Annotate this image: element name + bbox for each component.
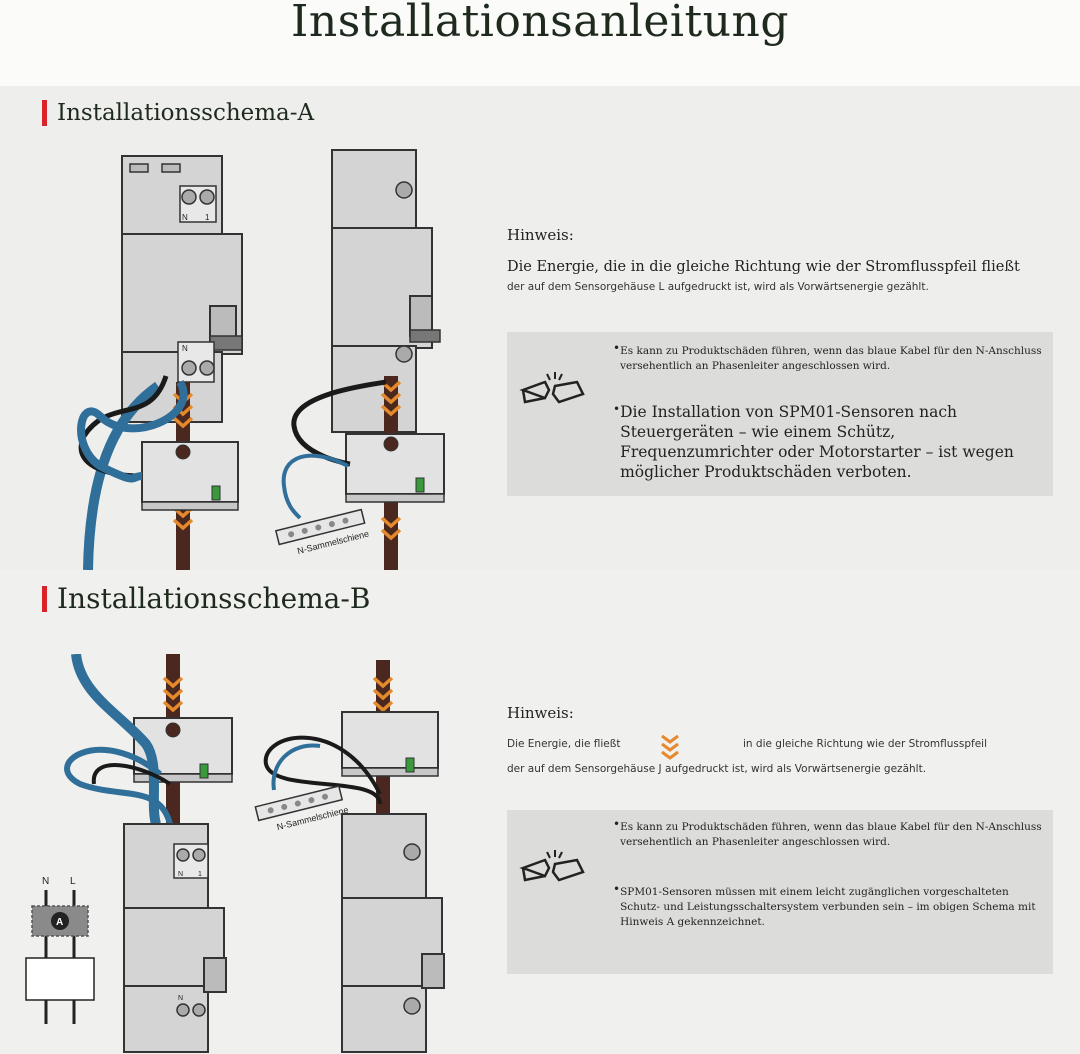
warning-b-text-2: SPM01-Sensoren müssen mit einem leicht z…: [620, 886, 1036, 928]
section-schema-a: Installationsschema-A N 1 N: [0, 86, 1080, 570]
note-b-label: Hinweis:: [507, 704, 574, 722]
warning-box-b: • Es kann zu Produktschäden führen, wenn…: [507, 810, 1053, 974]
terminal-n-label: N: [182, 213, 188, 222]
sensor-left: [141, 441, 239, 511]
note-a-line-1: Die Energie, die in die gleiche Richtung…: [507, 259, 1020, 275]
breaker-b-left: [123, 823, 227, 1053]
sensor-b-right: [341, 711, 439, 777]
sensor-right: [345, 433, 445, 503]
section-schema-b: Installationsschema-B N L A: [0, 570, 1080, 1054]
broken-cable-icon: [519, 850, 585, 882]
heading-accent-bar: [42, 585, 47, 612]
note-b-line-1a: Die Energie, die fließt: [507, 738, 621, 750]
terminal-n-bottom-label: N: [182, 344, 188, 353]
warning-b-item-2: • SPM01-Sensoren müssen mit einem leicht…: [613, 882, 1047, 930]
terminal-b-1-label: 1: [198, 871, 202, 878]
breaker-b-right: [341, 813, 445, 1053]
warning-a-item-1: • Es kann zu Produktschäden führen, wenn…: [613, 341, 1042, 372]
schema-b-diagram: N L A: [25, 654, 445, 1053]
terminal-b-n-label: N: [178, 871, 183, 878]
section-a-title: Installationsschema-A: [57, 100, 315, 126]
blue-cable: [83, 381, 161, 570]
warning-a-text-1: Es kann zu Produktschäden führen, wenn d…: [620, 345, 1042, 372]
warning-box-a: • Es kann zu Produktschäden führen, wenn…: [507, 332, 1053, 496]
wiring-symbol: N L A: [25, 876, 95, 1024]
n-busbar: N-Sammelschiene: [274, 508, 370, 556]
schema-a-diagram: N 1 N: [77, 149, 445, 570]
note-a-line-2: der auf dem Sensorgehäuse L aufgedruckt …: [507, 281, 929, 293]
warning-b-item-1: • Es kann zu Produktschäden führen, wenn…: [613, 817, 1042, 848]
warning-a-text-2: Die Installation von SPM01-Sensoren nach…: [620, 403, 1014, 481]
page-title: Installationsanleitung: [290, 0, 790, 47]
broken-cable-icon: [519, 372, 585, 404]
terminal-1-label: 1: [205, 213, 210, 222]
meter-symbol-label: A: [56, 917, 63, 928]
page-header: Installationsanleitung: [0, 0, 1080, 86]
breaker-right: [331, 149, 441, 433]
wire-l-label: L: [70, 876, 76, 887]
heading-accent-bar: [42, 100, 47, 126]
current-direction-icon: [661, 734, 679, 760]
section-b-title: Installationsschema-B: [57, 582, 371, 615]
note-a-label: Hinweis:: [507, 226, 574, 244]
section-a-heading: Installationsschema-A: [42, 100, 314, 126]
warning-b-text-1: Es kann zu Produktschäden führen, wenn d…: [620, 821, 1042, 848]
note-b-line-1b: in die gleiche Richtung wie der Stromflu…: [743, 738, 988, 750]
terminal-b-n-bottom-label: N: [178, 995, 183, 1002]
note-b-line-2: der auf dem Sensorgehäuse J aufgedruckt …: [507, 763, 927, 775]
n-busbar-b: N-Sammelschiene: [254, 785, 350, 832]
section-b-heading: Installationsschema-B: [42, 582, 370, 615]
breaker-left: [121, 155, 243, 423]
warning-a-item-2: • Die Installation von SPM01-Sensoren na…: [613, 402, 1043, 482]
wire-n-label: N: [42, 876, 49, 887]
